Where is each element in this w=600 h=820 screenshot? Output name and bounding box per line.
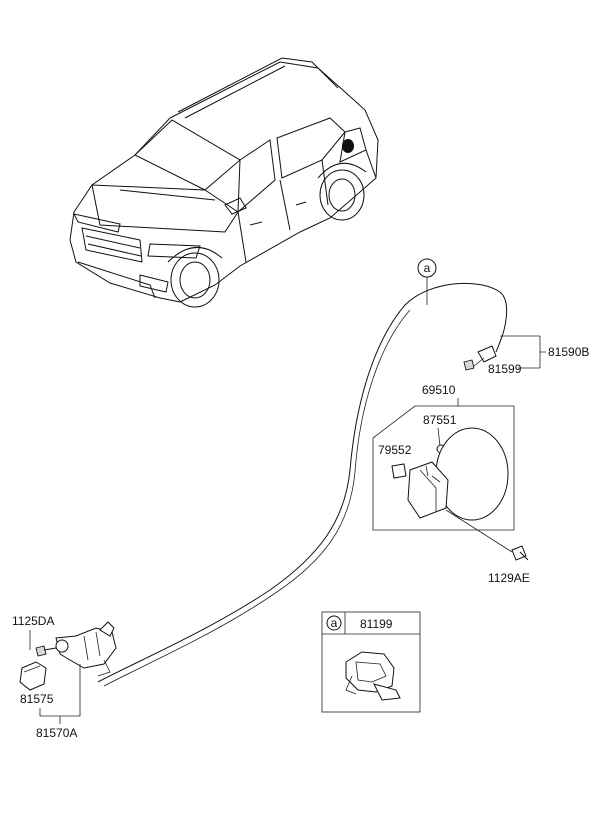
fuel-door-hinge: [407, 461, 449, 519]
fuel-door-on-vehicle: [342, 139, 354, 153]
label-81575: 81575: [20, 692, 54, 706]
leader-81590B: [500, 335, 546, 369]
label-81199: 81199: [360, 617, 393, 631]
svg-text:a: a: [424, 261, 431, 275]
cable-end-bracket: [463, 345, 497, 371]
clip-81199: [345, 651, 401, 701]
label-81570A: 81570A: [36, 726, 77, 740]
label-81599: 81599: [488, 362, 522, 376]
release-cable: [97, 282, 508, 683]
label-79552: 79552: [378, 443, 412, 457]
fuel-door-panel: [435, 427, 509, 521]
label-87551: 87551: [423, 413, 457, 427]
label-81590B: 81590B: [548, 345, 589, 359]
latch-actuator: [55, 621, 117, 677]
label-1125DA: 1125DA: [12, 614, 54, 628]
bolt-1125DA: [35, 645, 57, 657]
leader-81570A: [39, 664, 81, 724]
vehicle-illustration: [69, 57, 379, 308]
inset-box-81199: a 81199: [321, 611, 421, 713]
inset-callout-a: a: [331, 616, 338, 630]
spring-79552: [391, 463, 407, 479]
label-1129AE: 1129AE: [488, 571, 530, 585]
screw-1129AE: [511, 545, 529, 561]
callout-a-cable: a: [417, 258, 437, 305]
cap-81575: [19, 661, 47, 691]
fuel-door-detail-box: [372, 405, 515, 531]
label-69510: 69510: [422, 383, 456, 397]
